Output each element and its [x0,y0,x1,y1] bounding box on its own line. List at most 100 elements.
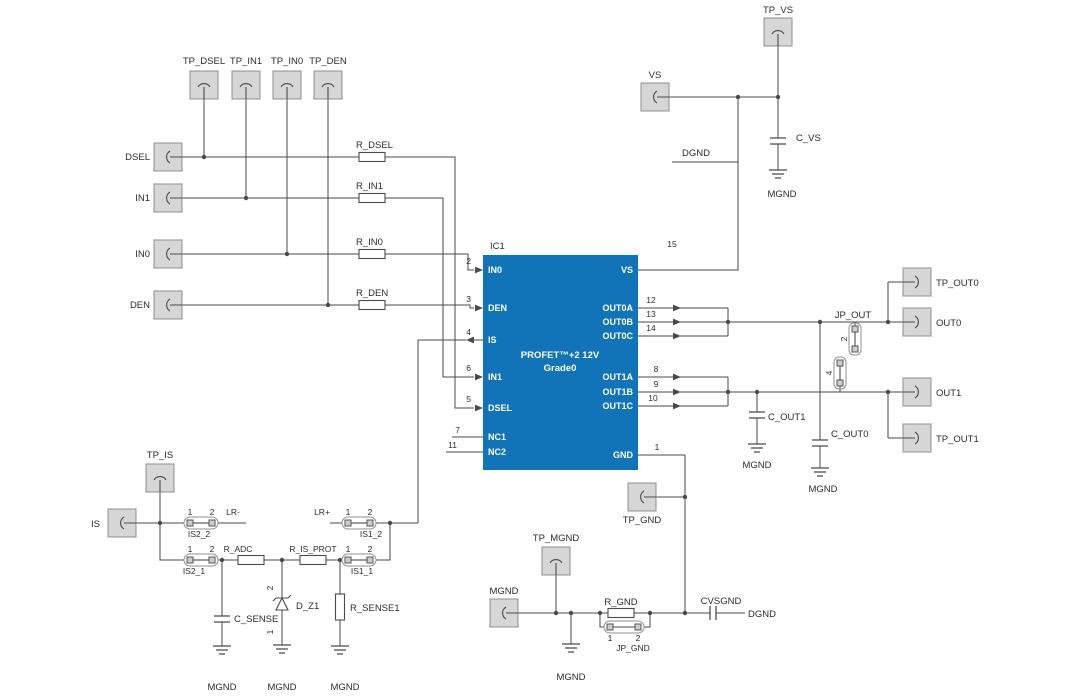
junction-dot [157,520,163,526]
label-is1-2-pin2: 2 [368,507,373,517]
connector-vs [640,82,670,112]
resistor-r-is-prot [299,554,327,566]
ic-pin-out1c: OUT1C [602,401,633,411]
arrow-right-icon [475,373,483,381]
label-c-out0: C_OUT0 [831,429,868,440]
pin-num-in1: 6 [466,363,471,373]
junction-dot [682,610,688,616]
label-r-in1: R_IN1 [356,181,383,192]
label-mgnd: MGND [330,682,359,693]
resistor-r-sense1 [334,593,346,621]
capacitor-c-sense [213,615,231,623]
junction-dot [284,251,290,257]
label-r-den: R_DEN [356,288,388,299]
resistor-r-in0 [358,248,386,260]
ic-body [483,255,638,470]
label-is2-1-pin1: 1 [188,544,193,554]
label-dgnd: DGND [682,148,710,159]
label-in0: IN0 [135,249,150,260]
junction-dot [817,319,823,325]
junction-dot [775,94,781,100]
label-dgnd-bottom: DGND [748,609,776,620]
connector-dsel [153,142,183,172]
junction-dot [387,520,393,526]
zener-diode-d-z1 [272,594,292,611]
label-is: IS [91,519,100,530]
ic-pin-out1b: OUT1B [602,387,633,397]
resistor-r-adc [237,554,265,566]
arrow-right-icon [673,304,681,312]
jumper-jp-out-4 [833,356,847,390]
label-tp-gnd: TP_GND [623,515,662,526]
connector-in1 [153,183,183,213]
junction-dot [647,610,653,616]
ground-symbol [768,169,788,179]
label-is1-1-pin1: 1 [346,544,351,554]
ground-symbol [747,443,767,453]
label-is2-2: IS2_2 [188,529,210,539]
junction-dot [885,389,891,395]
label-c-sense: C_SENSE [234,614,278,625]
label-is2-2-pin1: 1 [188,507,193,517]
label-out1: OUT1 [936,388,961,399]
label-mgnd-connector: MGND [489,586,518,597]
arrow-right-icon [475,266,483,274]
label-is1-1-pin2: 2 [368,544,373,554]
label-is1-1: IS1_1 [351,566,373,576]
pin-num-gnd: 1 [655,442,660,452]
connector-is [107,508,137,538]
arrow-right-icon [673,388,681,396]
ground-symbol [810,467,830,477]
label-r-is-prot: R_IS_PROT [289,544,336,554]
pin-num-nc2: 11 [448,440,457,450]
ic-pin-out0a: OUT0A [602,303,633,313]
arrow-right-icon [673,332,681,340]
ic-pin-is: IS [488,335,497,345]
label-mgnd: MGND [767,189,796,200]
label-r-sense1: R_SENSE1 [350,603,400,614]
resistor-r-gnd [607,607,635,619]
testpoint-tp-mgnd [541,546,571,576]
junction-dot [597,610,603,616]
label-is2-1: IS2_1 [183,566,205,576]
jumper-jp-out-2 [848,322,862,356]
ic-pin-dsel: DSEL [488,403,513,413]
label-tp-den: TP_DEN [309,56,347,67]
label-tp-is: TP_IS [147,450,173,461]
label-d-z1: D_Z1 [296,601,319,612]
jumper-is1-1 [341,553,377,567]
label-tp-vs: TP_VS [763,5,793,16]
junction-dot [243,195,249,201]
label-tp-mgnd: TP_MGND [533,533,580,544]
arrow-right-icon [673,318,681,326]
arrow-right-icon [673,373,681,381]
label-tp-out0: TP_OUT0 [936,278,979,289]
connector-tp-out0 [902,267,932,297]
arrow-right-icon [475,404,483,412]
pin-num-in0: 2 [466,256,471,266]
label-r-in0: R_IN0 [356,237,383,248]
connector-out0 [902,307,932,337]
junction-dot [553,610,559,616]
jumper-is2-1 [183,553,219,567]
junction-dot [725,319,731,325]
pin-num-vs: 15 [667,239,677,249]
ic-pin-in1: IN1 [488,372,502,382]
capacitor-cvsgnd [709,605,717,621]
label-dsel: DSEL [125,152,150,163]
resistor-r-in1 [358,192,386,204]
connector-den [153,290,183,320]
junction-dot [325,302,331,308]
label-tp-dsel: TP_DSEL [183,56,225,67]
testpoint-tp-in1 [231,70,261,100]
label-lr-plus: LR+ [314,507,330,517]
label-is1-2-pin1: 1 [346,507,351,517]
pin-num-out0b: 13 [646,309,656,319]
label-is2-2-pin2: 2 [210,507,215,517]
label-c-out1: C_OUT1 [768,412,805,423]
label-jp-out: JP_OUT [835,310,872,321]
arrow-left-icon [466,336,474,344]
label-jp-gnd-pin1: 1 [608,633,613,643]
pin-num-out1b: 9 [654,379,659,389]
